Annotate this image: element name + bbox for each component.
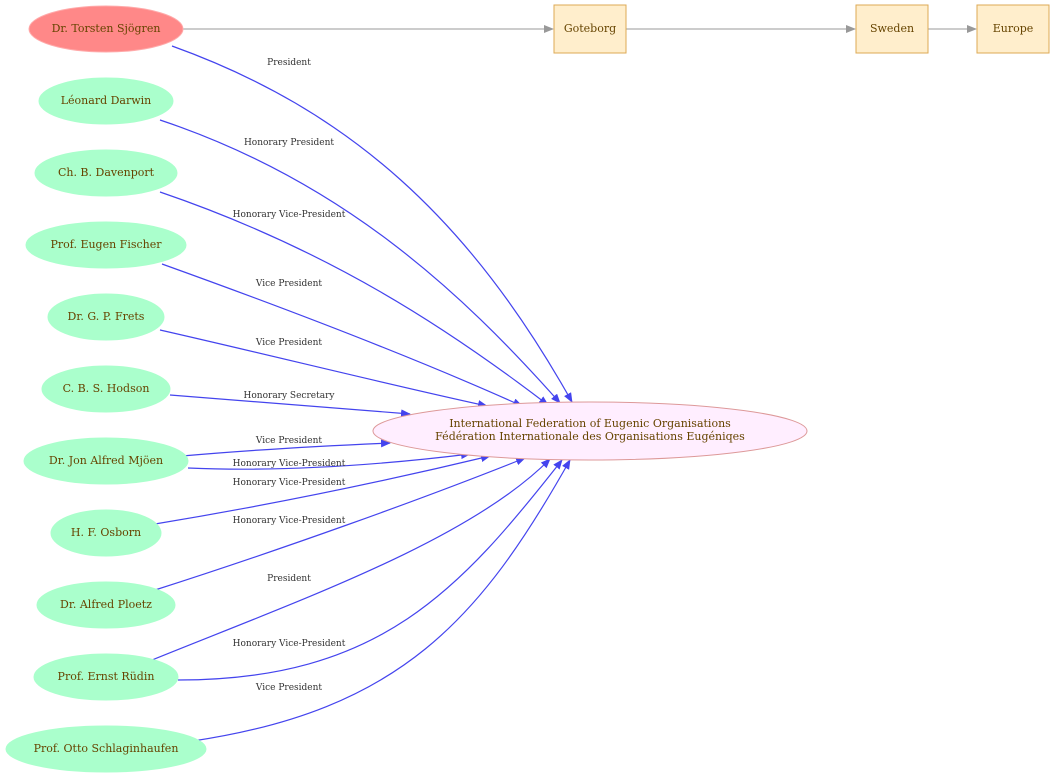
- edge-label-rudin-a: President: [267, 574, 311, 584]
- org-name-english: International Federation of Eugenic Orga…: [449, 417, 731, 430]
- node-ploetz[interactable]: Dr. Alfred Ploetz: [36, 581, 176, 629]
- edge-schlaginhaufen-org: [192, 459, 571, 742]
- org-name-french: Fédération Internationale des Organisati…: [435, 430, 745, 443]
- edge-sjogren-org: [171, 45, 573, 403]
- edge-davenport-org: [159, 191, 549, 406]
- node-label-fischer: Prof. Eugen Fischer: [50, 238, 162, 251]
- node-label-schlaginhaufen: Prof. Otto Schlaginhaufen: [34, 742, 179, 755]
- edge-mjoen-org-a: [181, 439, 391, 457]
- node-label-mjoen: Dr. Jon Alfred Mjöen: [49, 454, 163, 467]
- edge-label-hodson: Honorary Secretary: [244, 391, 336, 401]
- node-sjogren[interactable]: Dr. Torsten Sjögren: [28, 5, 184, 53]
- edge-mjoen-org-b: [187, 451, 471, 470]
- edge-label-mjoen-a: Vice President: [255, 436, 323, 446]
- node-mjoen[interactable]: Dr. Jon Alfred Mjöen: [23, 437, 189, 485]
- node-europe[interactable]: Europe: [976, 4, 1050, 54]
- edge-hodson-org: [169, 394, 411, 418]
- node-sweden[interactable]: Sweden: [855, 4, 929, 54]
- edge-ploetz-org: [154, 457, 526, 591]
- nodes: Dr. Torsten Sjögren Goteborg Sweden Euro…: [5, 4, 1050, 773]
- edge-label-darwin: Honorary President: [244, 138, 334, 148]
- role-edges: [151, 45, 573, 742]
- node-osborn[interactable]: H. F. Osborn: [50, 509, 162, 557]
- node-darwin[interactable]: Léonard Darwin: [38, 77, 174, 125]
- node-label-frets: Dr. G. P. Frets: [68, 310, 145, 323]
- node-frets[interactable]: Dr. G. P. Frets: [47, 293, 165, 341]
- edge-label-sjogren: President: [267, 58, 311, 68]
- node-label-osborn: H. F. Osborn: [71, 526, 141, 539]
- edge-label-davenport: Honorary Vice-President: [233, 210, 346, 220]
- node-fischer[interactable]: Prof. Eugen Fischer: [25, 221, 187, 269]
- node-label-davenport: Ch. B. Davenport: [58, 166, 155, 179]
- node-label-sweden: Sweden: [870, 22, 914, 35]
- edge-darwin-org: [159, 119, 561, 404]
- edge-label-schlaginhaufen: Vice President: [255, 683, 323, 693]
- node-label-goteborg: Goteborg: [564, 22, 616, 35]
- node-schlaginhaufen[interactable]: Prof. Otto Schlaginhaufen: [5, 725, 207, 773]
- node-label-ploetz: Dr. Alfred Ploetz: [60, 598, 152, 611]
- edge-label-rudin-b: Honorary Vice-President: [233, 639, 346, 649]
- node-label-darwin: Léonard Darwin: [61, 94, 152, 107]
- edge-fischer-org: [161, 263, 523, 407]
- node-davenport[interactable]: Ch. B. Davenport: [34, 149, 178, 197]
- edge-label-osborn: Honorary Vice-President: [233, 478, 346, 488]
- edge-rudin-org-a: [151, 458, 551, 661]
- edge-rudin-org-b: [177, 459, 563, 681]
- edge-label-fischer: Vice President: [255, 279, 323, 289]
- node-label-rudin: Prof. Ernst Rüdin: [58, 670, 155, 683]
- node-label-sjogren: Dr. Torsten Sjögren: [52, 22, 161, 35]
- edge-label-mjoen-b: Honorary Vice-President: [233, 459, 346, 469]
- node-organisation[interactable]: International Federation of Eugenic Orga…: [372, 401, 808, 461]
- edge-frets-org: [159, 329, 488, 409]
- edge-label-ploetz: Honorary Vice-President: [233, 516, 346, 526]
- edge-label-frets: Vice President: [255, 338, 323, 348]
- node-goteborg[interactable]: Goteborg: [553, 4, 627, 54]
- node-label-europe: Europe: [993, 22, 1034, 35]
- node-rudin[interactable]: Prof. Ernst Rüdin: [33, 653, 179, 701]
- edge-labels: President Honorary President Honorary Vi…: [233, 58, 346, 693]
- node-label-hodson: C. B. S. Hodson: [63, 382, 150, 395]
- node-hodson[interactable]: C. B. S. Hodson: [41, 365, 171, 413]
- edge-osborn-org: [154, 454, 491, 525]
